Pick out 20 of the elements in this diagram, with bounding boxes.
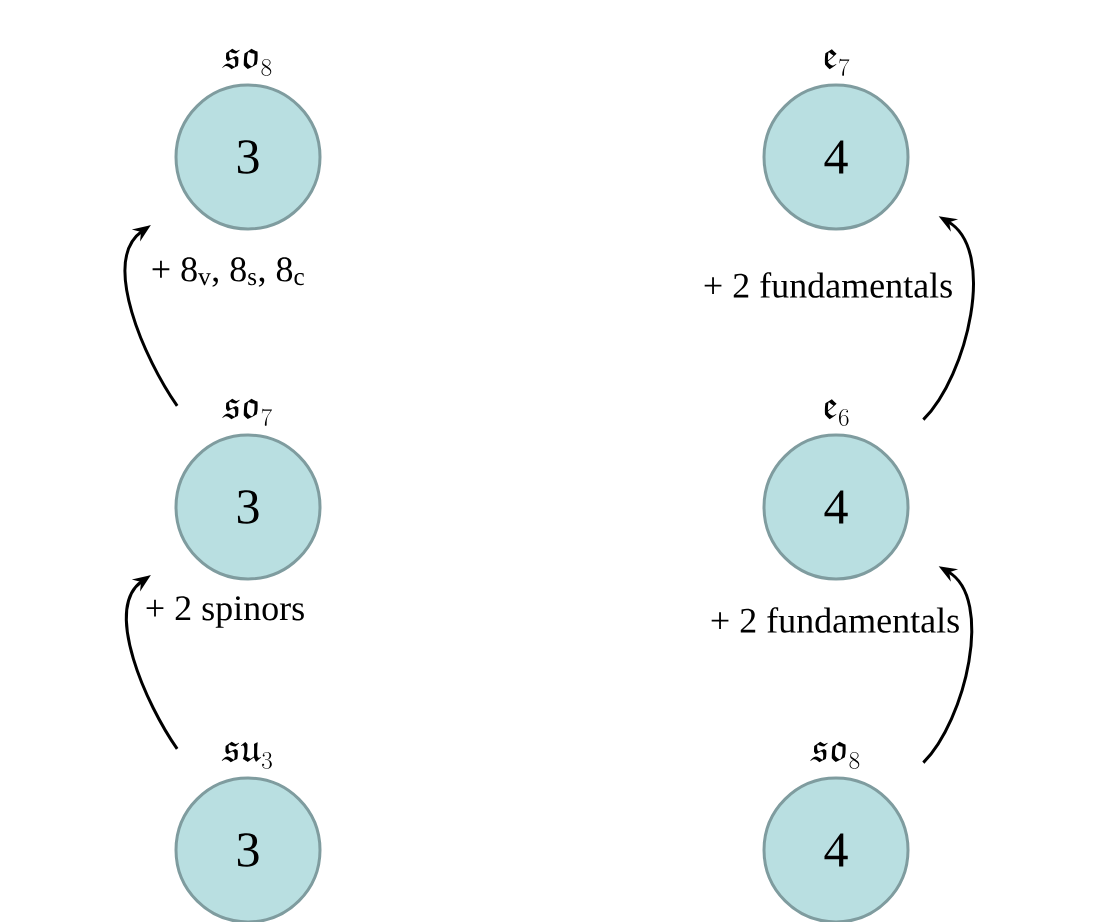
node-heading: $\mathfrak{so}_8$ — [810, 741, 860, 769]
node-heading: $\mathfrak{e}_6$ — [824, 399, 849, 426]
edge-label: + 2 fundamentals — [704, 272, 952, 298]
curved-arrow — [123, 225, 179, 407]
circle-node: 3 — [174, 83, 322, 231]
curved-arrow — [922, 216, 975, 421]
edge-label: + 2 spinors — [146, 596, 304, 628]
circle-node: 4 — [762, 83, 910, 231]
node-heading: $\mathfrak{so}_7$ — [222, 398, 272, 426]
node-heading: $\mathfrak{so}_8$ — [222, 48, 272, 76]
node-heading: $\mathfrak{su}_3$ — [221, 741, 272, 769]
circle-node: 4 — [762, 433, 910, 581]
circle-node: 3 — [174, 776, 322, 922]
curved-arrow — [125, 575, 179, 750]
circle-node: 3 — [174, 433, 322, 581]
edge-label: + 2 fundamentals — [711, 607, 959, 633]
circle-node: 4 — [762, 776, 910, 922]
edge-label: + 8$_{v}$, 8$_{s}$, 8$_{c}$ — [152, 257, 304, 287]
curved-arrow — [922, 566, 974, 764]
node-heading: $\mathfrak{e}_7$ — [824, 49, 850, 76]
